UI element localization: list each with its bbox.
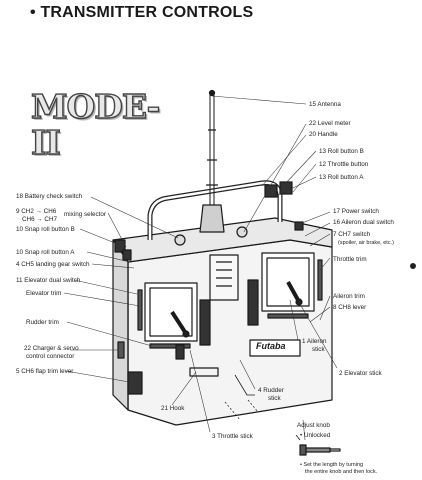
label-aileron-stick-2: stick xyxy=(312,346,325,353)
case-left-side xyxy=(112,239,129,411)
label-unlocked: • Unlocked xyxy=(300,432,331,439)
label-battery-check: 18 Battery check switch xyxy=(16,193,83,200)
label-ch2-ch6: 9 CH2 → CH6 xyxy=(16,208,57,215)
label-mixing-selector: mixing selector xyxy=(64,211,106,218)
label-set-length-1: • Set the length by turning xyxy=(300,462,364,468)
page-title: • TRANSMITTER CONTROLS xyxy=(30,4,254,21)
label-aileron-dual: 16 Aileron dual switch xyxy=(333,219,394,226)
label-throttle-button: 12 Throttle button xyxy=(319,161,369,168)
label-ch6-ch7: CH6 → CH7 xyxy=(22,216,57,223)
label-roll-button-b-right: 13 Roll button B xyxy=(319,148,364,155)
label-handle: 20 Handle xyxy=(309,131,338,138)
label-throttle-stick: 3 Throttle stick xyxy=(212,433,253,440)
adjust-knob-drawing xyxy=(295,434,341,456)
label-aileron-trim: Aileron trim xyxy=(333,293,365,300)
label-ch5-landing-gear: 4 CH5 landing gear switch xyxy=(16,261,90,268)
label-elevator-stick: 2 Elevator stick xyxy=(339,370,382,377)
left-gimbal xyxy=(144,282,198,342)
label-set-length-2: the entire knob and then lock. xyxy=(305,469,378,475)
label-charger-2: control connector xyxy=(26,353,75,360)
label-charger-1: 22 Charger & servo xyxy=(24,345,79,352)
label-aileron-stick-1: 1 Aileron xyxy=(302,338,327,345)
label-hook: 21 Hook xyxy=(161,405,185,412)
label-rudder-stick-2: stick xyxy=(268,395,281,402)
label-ch7-switch: 7 CH7 switch xyxy=(333,231,371,238)
label-snap-roll-a: 10 Snap roll button A xyxy=(16,249,75,256)
label-snap-roll-b: 10 Snap roll button B xyxy=(16,226,75,233)
label-ch6-flap: 5 CH6 flap trim lever xyxy=(16,368,74,375)
label-ch8-lever: 8 CH8 lever xyxy=(333,304,367,311)
label-antenna: 15 Antenna xyxy=(309,101,341,108)
label-adjust-knob: Adjust knob xyxy=(297,422,330,429)
label-elevator-dual: 11 Elevator dual switch xyxy=(16,277,81,284)
antenna-base xyxy=(199,204,225,233)
mode-badge: MODE-II xyxy=(30,87,161,162)
brand-logo: Futaba xyxy=(256,341,286,351)
label-roll-button-a-right: 13 Roll button A xyxy=(319,174,364,181)
antenna-rod xyxy=(209,95,215,205)
page-marker-dot xyxy=(410,263,416,269)
label-elevator-trim: Elevator trim xyxy=(26,290,62,297)
label-throttle-trim: Throttle trim xyxy=(333,256,367,263)
label-level-meter: 22 Level meter xyxy=(309,120,351,127)
label-rudder-trim: Rudder trim xyxy=(26,319,59,326)
label-rudder-stick-1: 4 Rudder xyxy=(258,387,284,394)
label-power-switch: 17 Power switch xyxy=(333,208,379,215)
label-ch7-note: (spoiler, air brake, etc.) xyxy=(338,240,394,246)
